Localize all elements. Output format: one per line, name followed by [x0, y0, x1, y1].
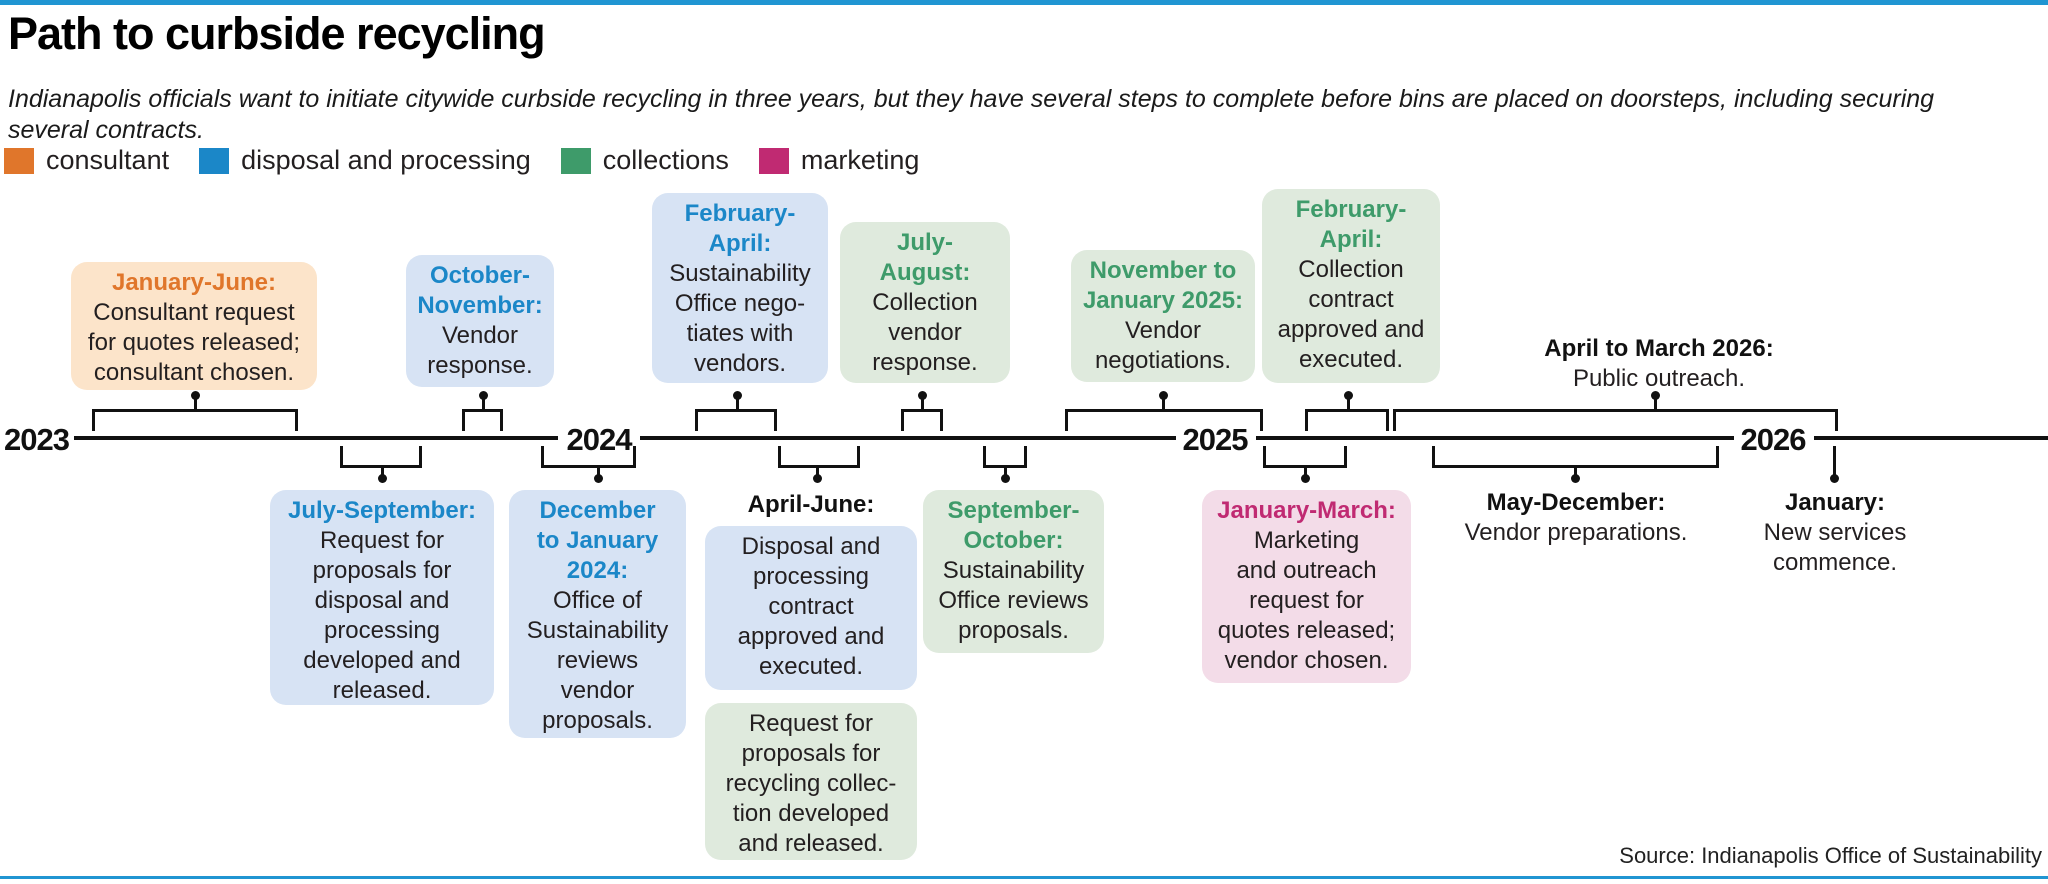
bottom-border-bar	[0, 876, 2048, 879]
timeline-axis-segment	[74, 436, 558, 440]
event-body: Public outreach.	[1572, 365, 1746, 392]
pointer-may-december-2025	[1571, 466, 1580, 483]
pointer-february-april-2024	[733, 391, 742, 410]
event-box-september-october-2024: September- October: Sustainability Offic…	[923, 490, 1104, 653]
bracket-september-october-2024	[983, 446, 1027, 468]
page-subtitle: Indianapolis officials want to initiate …	[8, 85, 1935, 144]
bracket-january-june-2023	[92, 409, 298, 431]
event-body: Office of Sustainability reviews vendor …	[526, 587, 669, 734]
pointer-january-june-2023	[191, 391, 200, 410]
timeline-axis-segment	[1814, 436, 2048, 440]
event-box-april-june-2024-disposal: Disposal and processing contract approve…	[705, 526, 917, 690]
event-box-january-march-2025: January-March: Marketing and outreach re…	[1202, 490, 1411, 683]
year-label-2025: 2025	[1182, 422, 1249, 457]
event-header: January:	[1784, 489, 1886, 516]
event-body: Disposal and processing contract approve…	[737, 533, 885, 680]
top-border-bar	[0, 0, 2048, 5]
bracket-january-march-2025	[1263, 446, 1347, 468]
event-body: Marketing and outreach request for quote…	[1217, 527, 1396, 674]
event-box-february-april-2025: February- April: Collection contract app…	[1262, 189, 1440, 383]
event-label-april-march-2026: April to March 2026: Public outreach.	[1509, 334, 1809, 394]
pointer-december-january-2024	[594, 466, 603, 483]
pointer-november-january-2025	[1159, 391, 1168, 410]
bracket-july-september-2023	[340, 446, 422, 468]
pointer-april-march-2026	[1651, 391, 1660, 410]
bracket-november-january-2025	[1065, 409, 1263, 431]
bracket-february-april-2025	[1305, 409, 1389, 431]
event-box-july-august-2024: July- August: Collection vendor response…	[840, 222, 1010, 383]
legend-item-disposal: disposal and processing	[199, 145, 531, 176]
source-credit: Source: Indianapolis Office of Sustainab…	[1619, 843, 2042, 868]
pointer-july-september-2023	[378, 466, 387, 483]
year-label-2026: 2026	[1740, 422, 1807, 457]
event-header: April to March 2026:	[1544, 335, 1774, 362]
event-header: January-March:	[1217, 497, 1396, 524]
event-body: Collection vendor response.	[872, 289, 978, 376]
event-body: Sustainability Office reviews proposals.	[938, 557, 1089, 644]
marketing-swatch-icon	[758, 147, 789, 174]
event-header: July- August:	[879, 229, 971, 286]
bracket-february-april-2024	[695, 409, 777, 431]
timeline-axis-segment	[640, 436, 1176, 440]
year-label-2023: 2023	[4, 422, 70, 457]
legend-label: collections	[602, 145, 729, 175]
event-body: Vendor preparations.	[1464, 519, 1688, 546]
event-box-july-september-2023: July-September: Request for proposals fo…	[270, 490, 494, 705]
event-body: New services commence.	[1763, 519, 1907, 576]
event-box-february-april-2024: February- April: Sustainability Office n…	[652, 193, 828, 383]
collections-swatch-icon	[560, 147, 591, 174]
pointer-july-august-2024	[918, 391, 927, 410]
event-body: Vendor response.	[427, 322, 533, 379]
event-header: January-June:	[111, 269, 277, 296]
event-header: December to January 2024:	[536, 497, 659, 584]
consultant-swatch-icon	[4, 147, 34, 174]
event-header: February- April:	[684, 200, 796, 257]
legend: consultant disposal and processing colle…	[4, 145, 919, 176]
event-header: April-June:	[747, 491, 875, 518]
event-box-november-january-2025: November to January 2025: Vendor negotia…	[1071, 250, 1255, 382]
event-body: Consultant request for quotes released; …	[87, 299, 301, 386]
bracket-october-november-2023	[462, 409, 503, 431]
legend-item-marketing: marketing	[758, 145, 920, 176]
event-body: Request for proposals for recycling coll…	[725, 710, 897, 857]
event-body: Sustainability Office nego- tiates with …	[669, 260, 811, 377]
bracket-may-december-2025	[1432, 446, 1719, 468]
event-header: February- April:	[1295, 196, 1407, 253]
event-header: May-December:	[1486, 489, 1666, 516]
legend-label: consultant	[46, 145, 170, 175]
pointer-january-march-2025	[1301, 466, 1310, 483]
event-header: September- October:	[947, 497, 1080, 554]
year-label-2024: 2024	[566, 422, 633, 457]
event-box-december-january-2024: December to January 2024: Office of Sust…	[509, 490, 686, 738]
event-box-january-june-2023: January-June: Consultant request for quo…	[71, 262, 317, 390]
disposal-swatch-icon	[199, 147, 230, 174]
event-body: Request for proposals for disposal and p…	[303, 527, 461, 704]
event-label-may-december-2025: May-December: Vendor preparations.	[1426, 488, 1726, 548]
pointer-october-november-2023	[479, 391, 488, 410]
event-body: Collection contract approved and execute…	[1277, 256, 1425, 373]
page-title: Path to curbside recycling	[8, 8, 546, 59]
legend-item-collections: collections	[560, 145, 729, 176]
event-header: October- November:	[417, 262, 543, 319]
legend-label: disposal and processing	[241, 145, 531, 175]
bracket-april-june-2024	[778, 446, 860, 468]
event-box-april-june-2024-collections: Request for proposals for recycling coll…	[705, 703, 917, 860]
timeline-axis-segment	[1256, 436, 1734, 440]
event-box-october-november-2023: October- November: Vendor response.	[406, 255, 554, 387]
bracket-april-march-2026	[1393, 409, 1838, 431]
event-body: Vendor negotiations.	[1094, 317, 1232, 374]
legend-label: marketing	[800, 145, 920, 175]
bracket-july-august-2024	[901, 409, 943, 431]
event-label-april-june-2024: April-June:	[711, 490, 911, 520]
pointer-january-2026	[1830, 446, 1839, 483]
pointer-february-april-2025	[1344, 391, 1353, 410]
pointer-april-june-2024	[813, 466, 822, 483]
legend-item-consultant: consultant	[4, 145, 169, 176]
pointer-september-october-2024	[1001, 466, 1010, 483]
event-label-january-2026: January: New services commence.	[1725, 488, 1945, 578]
event-header: July-September:	[287, 497, 477, 524]
event-header: November to January 2025:	[1082, 257, 1244, 314]
bracket-december-january-2024	[541, 446, 636, 468]
